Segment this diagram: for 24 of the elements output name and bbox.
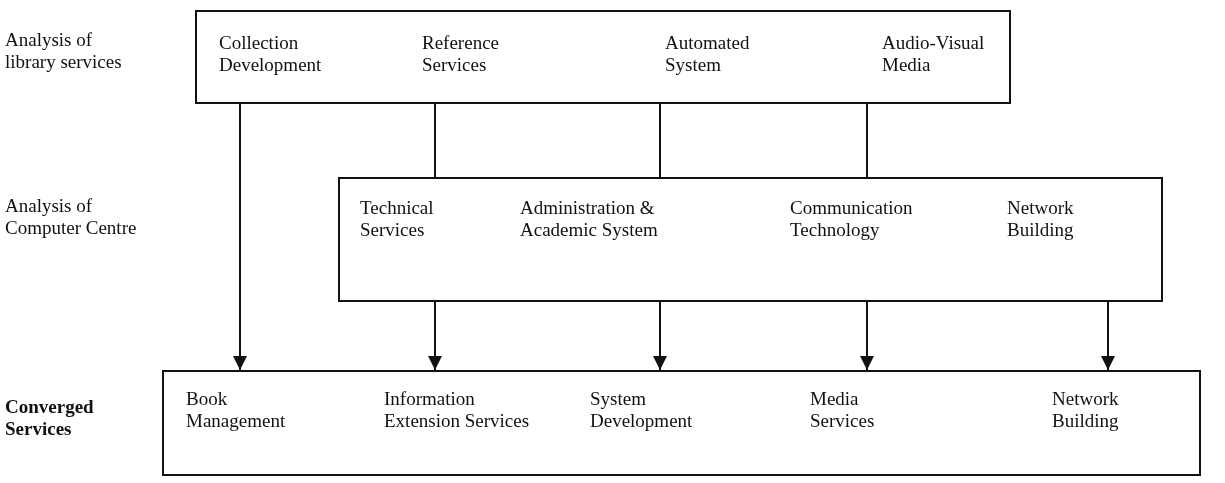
row-heading: Converged Services (5, 396, 94, 440)
service-label: Book Management (186, 388, 286, 432)
group-box (338, 177, 1163, 302)
arrow (860, 301, 874, 371)
service-label: Audio-Visual Media (882, 32, 985, 76)
service-label: Administration & Academic System (520, 197, 658, 241)
service-label: Collection Development (219, 32, 322, 76)
service-label: System Development (590, 388, 693, 432)
arrow (428, 301, 442, 371)
service-label: Communication Technology (790, 197, 913, 241)
service-label: Technical Services (360, 197, 434, 241)
group-box (162, 370, 1201, 476)
service-label: Information Extension Services (384, 388, 530, 432)
row-heading: Analysis of Computer Centre (5, 195, 137, 239)
group-box (195, 10, 1011, 104)
arrow (653, 301, 667, 371)
service-label: Network Building (1052, 388, 1119, 432)
service-label: Network Building (1007, 197, 1074, 241)
arrow (233, 103, 247, 371)
row-heading: Analysis of library services (5, 29, 122, 73)
service-label: Media Services (810, 388, 875, 432)
service-label: Automated System (665, 32, 750, 76)
service-label: Reference Services (422, 32, 499, 76)
arrow (1101, 301, 1115, 371)
